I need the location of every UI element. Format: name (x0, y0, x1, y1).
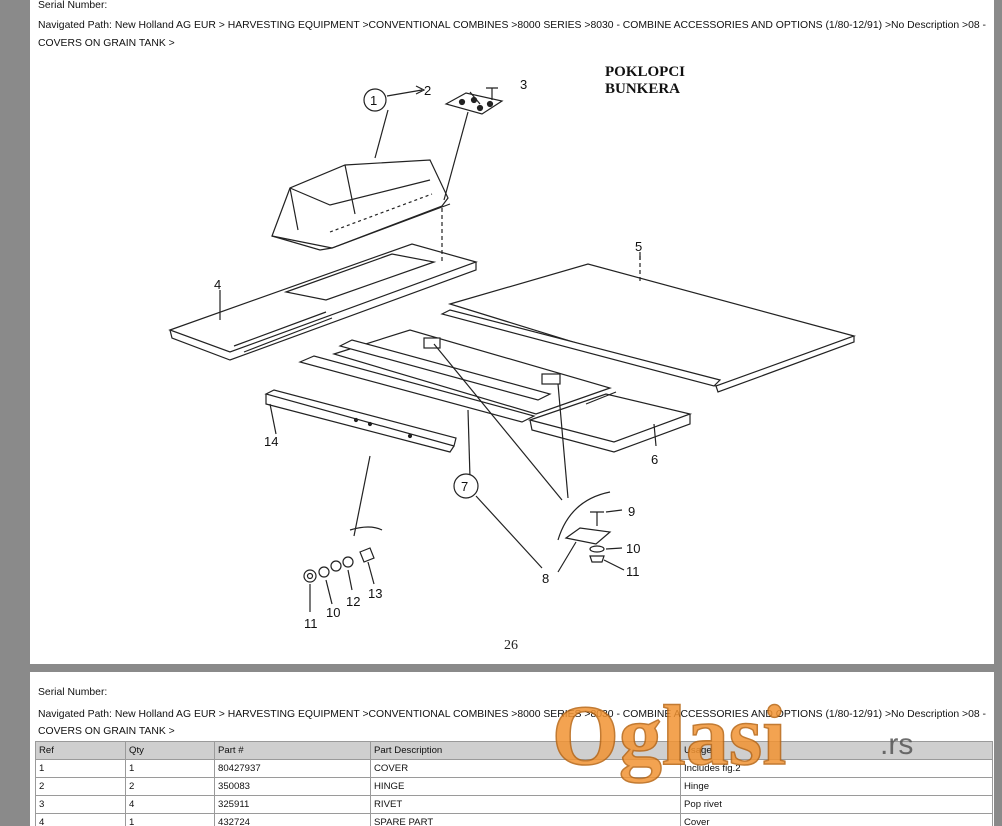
callout-14: 14 (264, 434, 278, 449)
callout-10-left: 10 (326, 605, 340, 620)
page-number: 26 (504, 638, 518, 653)
col-part-description: Part Description (370, 741, 681, 760)
table-row: 1 1 80427937 COVER Includes fig.2 (35, 759, 993, 778)
cell-qty: 1 (125, 813, 215, 826)
detail-bolt-stack (303, 547, 375, 612)
callout-circle-1 (363, 88, 387, 112)
callout-11-left: 11 (304, 616, 318, 631)
callout-circle-7 (453, 473, 479, 499)
callout-1: 1 (370, 93, 377, 108)
col-part-number: Part # (214, 741, 371, 760)
callout-12: 12 (346, 594, 360, 609)
cell-usage: Cover (680, 813, 993, 826)
serial-number-label-2: Serial Number: (38, 687, 108, 698)
navigated-path-line2: COVERS ON GRAIN TANK > (38, 38, 175, 49)
callout-3: 3 (520, 77, 527, 92)
diagram-page: Serial Number: Navigated Path: New Holla… (30, 0, 994, 664)
part-panel-7 (298, 329, 612, 423)
callout-11-right: 11 (626, 564, 640, 579)
callout-4: 4 (214, 277, 221, 292)
navigated-path-2-line2: COVERS ON GRAIN TANK > (38, 726, 175, 737)
cell-ref: 2 (35, 777, 126, 796)
part-panel-5 (440, 256, 856, 393)
table-row: 2 2 350083 HINGE Hinge (35, 777, 993, 796)
part-cover-hood (271, 159, 451, 251)
cell-description: HINGE (370, 777, 681, 796)
callout-13: 13 (368, 586, 382, 601)
cell-qty: 2 (125, 777, 215, 796)
callout-8: 8 (542, 571, 549, 586)
cell-description: RIVET (370, 795, 681, 814)
callout-9: 9 (628, 504, 635, 519)
callout-10-right: 10 (626, 541, 640, 556)
exploded-parts-drawing: POKLOPCI BUNKERA (168, 64, 856, 653)
parts-list-page: Serial Number: Navigated Path: New Holla… (30, 672, 994, 826)
callout-6: 6 (651, 452, 658, 467)
parts-table-header: Ref Qty Part # Part Description Usage (35, 741, 993, 760)
navigated-path-line1: Navigated Path: New Holland AG EUR > HAR… (38, 20, 987, 31)
part-panel-6 (527, 391, 693, 453)
part-rail-14 (264, 389, 457, 453)
serial-number-label: Serial Number: (38, 0, 108, 11)
navigated-path-2-line1: Navigated Path: New Holland AG EUR > HAR… (38, 709, 987, 720)
cell-part-number: 350083 (214, 777, 371, 796)
callout-2: 2 (424, 83, 431, 98)
cell-usage: Hinge (680, 777, 993, 796)
cell-qty: 1 (125, 759, 215, 778)
table-row: 4 1 432724 SPARE PART Cover (35, 813, 993, 826)
cell-qty: 4 (125, 795, 215, 814)
cell-description: SPARE PART (370, 813, 681, 826)
cell-ref: 3 (35, 795, 126, 814)
cell-usage: Includes fig.2 (680, 759, 993, 778)
drawing-title-line1: POKLOPCI (605, 64, 685, 80)
col-usage: Usage (680, 741, 993, 760)
detail-hinge-assembly (557, 509, 625, 573)
callout-7: 7 (461, 479, 468, 494)
col-ref: Ref (35, 741, 126, 760)
cell-ref: 4 (35, 813, 126, 826)
callout-5: 5 (635, 239, 642, 254)
drawing-title-line2: BUNKERA (605, 81, 680, 97)
cell-usage: Pop rivet (680, 795, 993, 814)
col-qty: Qty (125, 741, 215, 760)
cell-description: COVER (370, 759, 681, 778)
cell-part-number: 325911 (214, 795, 371, 814)
table-row: 3 4 325911 RIVET Pop rivet (35, 795, 993, 814)
cell-part-number: 432724 (214, 813, 371, 826)
cell-ref: 1 (35, 759, 126, 778)
leader-lines (219, 85, 657, 569)
parts-table: Ref Qty Part # Part Description Usage 1 … (35, 741, 993, 826)
part-hinge-top (444, 87, 504, 115)
cell-part-number: 80427937 (214, 759, 371, 778)
part-frame-4 (168, 208, 478, 361)
